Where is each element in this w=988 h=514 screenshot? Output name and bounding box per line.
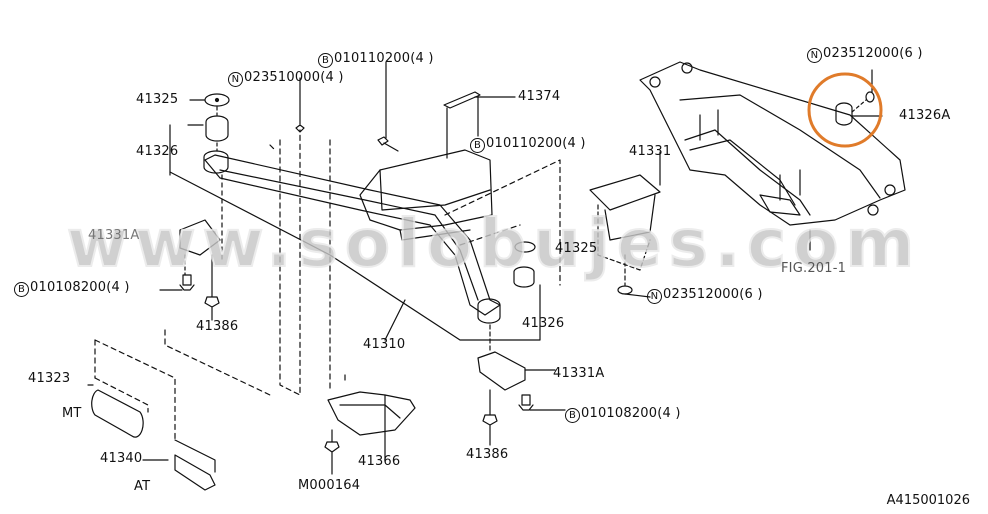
label-41340: 41340	[100, 451, 143, 466]
label-41326-top: 41326	[136, 144, 179, 159]
label-41326A: 41326A	[899, 108, 951, 123]
bracket-41331-icon	[589, 174, 661, 241]
n-circle-icon: N	[228, 72, 243, 87]
label-mt: MT	[62, 406, 82, 421]
b-circle-icon: B	[470, 138, 485, 153]
subframe-overview	[639, 61, 906, 251]
b-circle-icon: B	[565, 408, 580, 423]
label-41325-mid: 41325	[555, 241, 598, 256]
bracket-at-icon	[174, 439, 216, 491]
b-circle-icon: B	[14, 282, 29, 297]
crossmember-41310	[169, 149, 541, 341]
label-at: AT	[134, 479, 151, 494]
label-41331A-right: 41331A	[553, 366, 605, 381]
bushing-41326A-icon	[835, 102, 853, 126]
bracket-41331A-left-icon	[179, 219, 221, 256]
label-41386-right: 41386	[466, 447, 509, 462]
bolt-b-top-icon	[377, 136, 399, 152]
bracket-41331A-right-icon	[477, 351, 526, 391]
bracket-41366-icon	[327, 391, 416, 436]
label-41331A-left: 41331A	[88, 228, 140, 243]
b-circle-icon: B	[318, 53, 333, 68]
label-41374: 41374	[518, 89, 561, 104]
damper-mt-icon	[91, 389, 144, 438]
drawing-code: A415001026	[886, 493, 970, 508]
label-41386-left: 41386	[196, 319, 239, 334]
highlight-circle-41326A	[807, 72, 883, 148]
bushing-41326-icon	[205, 115, 229, 142]
label-41326-mid: 41326	[522, 316, 565, 331]
n-circle-icon: N	[647, 289, 662, 304]
label-41331: 41331	[629, 144, 672, 159]
n-circle-icon: N	[807, 48, 822, 63]
label-m000164: M000164	[298, 478, 361, 493]
label-41325-top: 41325	[136, 92, 179, 107]
label-fig-ref: FIG.201-1	[781, 261, 847, 276]
label-41310: 41310	[363, 337, 406, 352]
nut-n-icon	[295, 124, 305, 133]
label-41323: 41323	[28, 371, 71, 386]
label-41366: 41366	[358, 454, 401, 469]
